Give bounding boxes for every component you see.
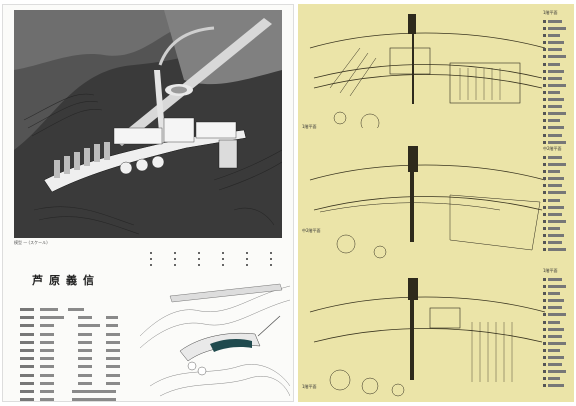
credit-row — [20, 339, 135, 347]
plan-label-ground: 1階平面 — [302, 384, 317, 389]
left-page: 模型 — (スケール) 芦原義信 — [2, 4, 294, 402]
legend-ground: 1階平面 — [543, 268, 573, 390]
credit-row — [20, 372, 135, 380]
legend-upper: 1階平面 — [543, 10, 573, 146]
credit-row — [20, 380, 135, 388]
credit-row — [20, 355, 135, 363]
credit-row — [20, 322, 135, 330]
floor-plan-upper — [309, 14, 546, 128]
architect-name: 芦原義信 — [32, 274, 100, 287]
credit-row — [20, 347, 135, 355]
plan-label-mezzanine: 中2階平面 — [302, 228, 321, 233]
legend-heading: 中2階平面 — [543, 146, 562, 151]
credit-row — [20, 331, 135, 339]
project-credits — [20, 306, 135, 404]
floor-plan-mezzanine — [309, 146, 546, 259]
credit-row — [20, 314, 135, 322]
model-photograph — [14, 10, 282, 238]
credit-row — [20, 306, 135, 314]
credit-row — [20, 388, 135, 396]
credit-row — [20, 363, 135, 371]
legend-mezzanine: 中2階平面 — [543, 146, 573, 253]
site-plan — [140, 276, 290, 401]
floor-plan-ground — [309, 278, 546, 397]
legend-heading: 1階平面 — [543, 268, 558, 273]
photo-caption: 模型 — (スケール) — [14, 240, 48, 245]
plan-label-upper: 1階平面 — [302, 124, 317, 129]
credit-row — [20, 396, 135, 404]
legend-heading: 1階平面 — [543, 10, 558, 15]
participant-roster — [150, 252, 290, 272]
